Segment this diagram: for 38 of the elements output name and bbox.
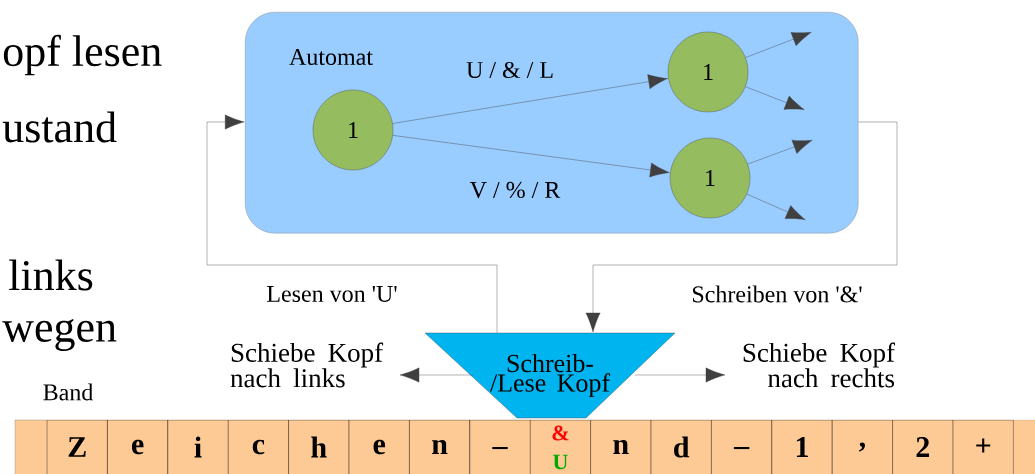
tape-cell: _ [469,419,531,474]
tape-cell: 1 [771,419,833,474]
action-text: Schiebe Kopf nach links [230,342,384,388]
arrow [634,367,726,383]
arrow [206,114,498,333]
tape-cell: 2 [892,419,954,474]
text-fragment: links [9,259,93,291]
tape-cell: e [107,419,168,474]
arrow [392,74,668,124]
tape-cell: e [348,419,410,474]
arrow [745,86,805,110]
action-text: Schiebe Kopf nach rechts [743,342,895,388]
text-fragment: ustand [2,111,117,143]
tape-cell: & U [530,419,591,474]
arrow [585,121,898,333]
tape-cell: + [952,419,1014,474]
head-trapezoid: Schreib-/Lese Kopf [424,332,676,419]
edge-label: V / % / R [469,181,561,199]
tape-cell: Z [46,419,108,474]
tape-cell: d [650,419,712,474]
tape-cell: i [167,419,229,474]
tape-cell: h [288,419,350,474]
tape-label: Band [43,383,94,401]
edge-label: Schreiben von '&' [690,284,864,304]
arrow [392,135,670,178]
tape-cell: n [409,419,470,474]
text-fragment: wegen [2,318,117,352]
tape-cell: , [832,419,893,474]
arrow [747,139,813,165]
edge-label: Lesen von 'U' [265,285,399,303]
tape-cell: c [228,419,289,474]
text-fragment: opf lesen [3,34,162,76]
tape-cell: n [590,419,652,474]
arrow [745,32,812,58]
arrow [746,193,806,220]
tape-cell: _ [711,419,772,474]
arrow [399,367,474,383]
edge-label: U / & / L [466,61,553,79]
